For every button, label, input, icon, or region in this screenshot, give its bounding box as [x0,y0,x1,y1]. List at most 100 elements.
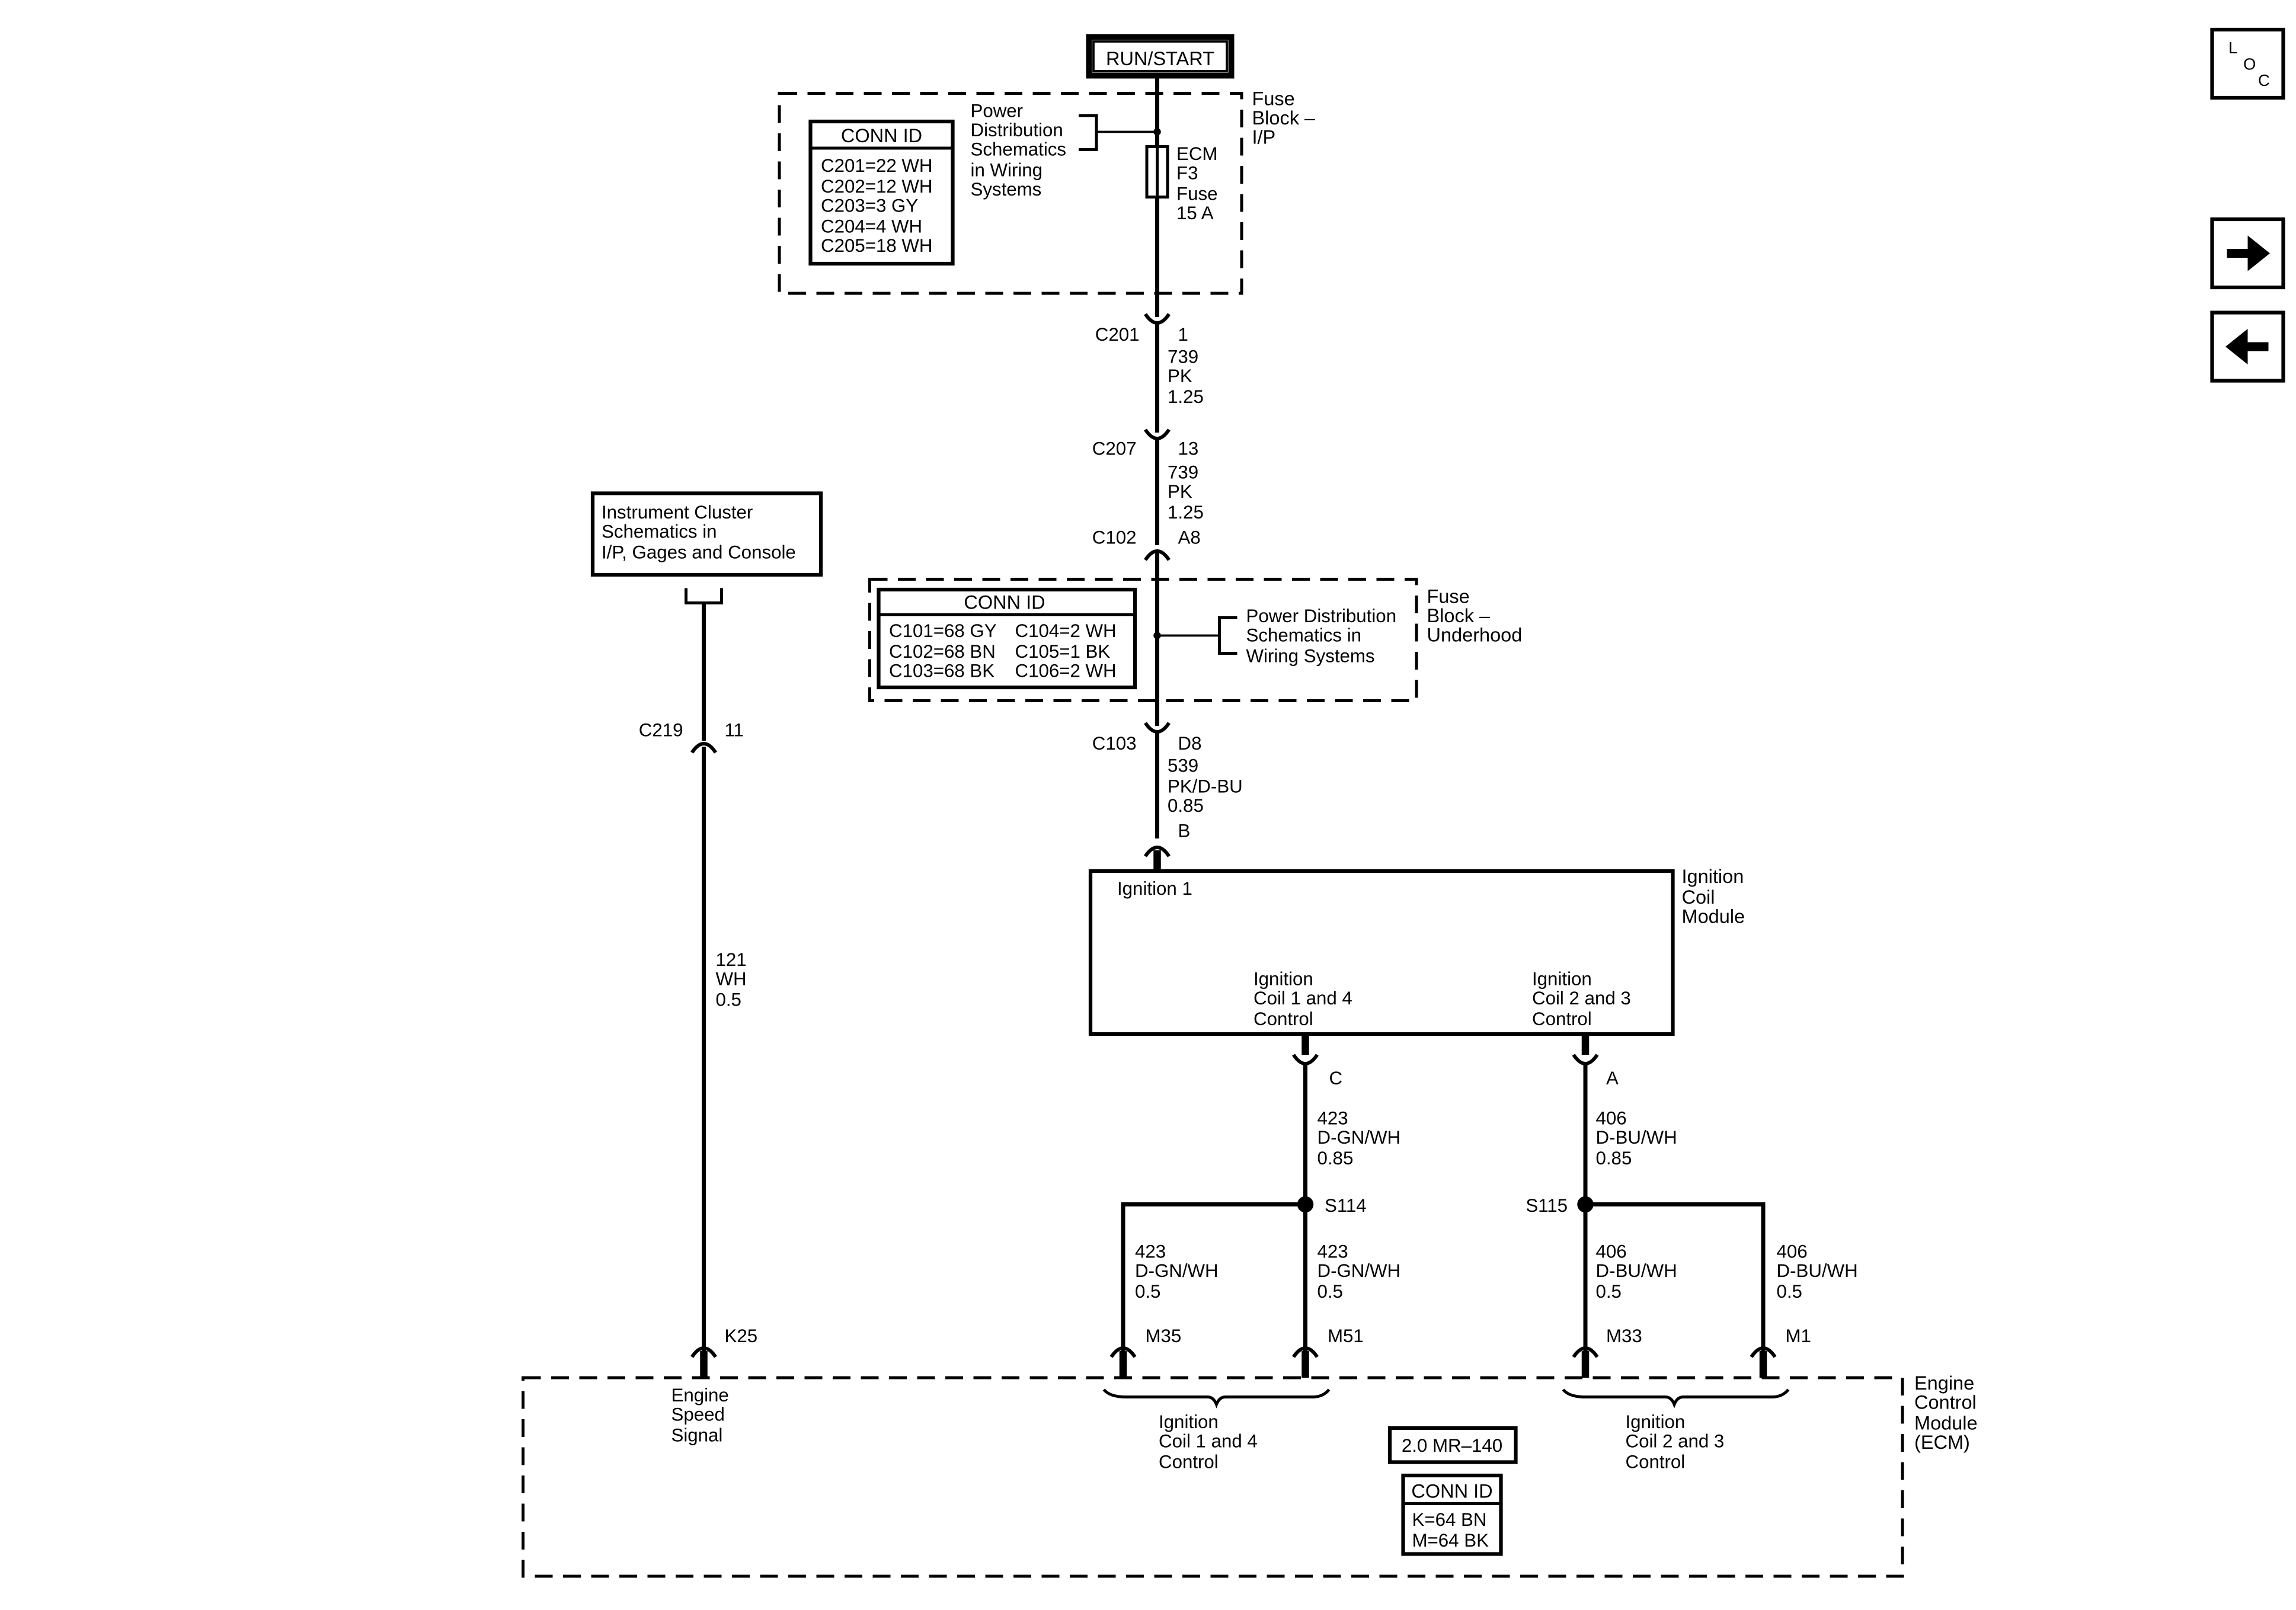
ref-line: Power [971,101,1024,121]
loc-button[interactable]: L O C [2210,27,2285,100]
connector-c102: C102 A8 [1092,527,1201,561]
circuit-number: 423 [1318,1241,1348,1262]
wire-color: D-GN/WH [1135,1260,1219,1281]
circuit-number: 121 [716,949,747,970]
instrument-cluster-ref[interactable]: Instrument Cluster Schematics in I/P, Ga… [590,491,823,604]
pin-number: M1 [1786,1326,1811,1346]
fuse-block-ip-label-3: I/P [1252,127,1276,148]
wire-color: PK [1168,481,1192,502]
conn-id-title: CONN ID [964,591,1045,613]
wire-gauge: 0.5 [1777,1281,1802,1302]
ecm-pin-m51: M51 [1292,1326,1364,1378]
conn-id-table-ecm: CONN ID K=64 BN M=64 BK [1401,1473,1503,1556]
circuit-number: 406 [1596,1108,1627,1128]
connector-id: C207 [1092,438,1137,459]
circuit-number: 739 [1168,462,1198,483]
label-line: Block – [1427,605,1491,626]
pin-number: 13 [1178,438,1199,459]
bracket-coil23 [1562,1388,1790,1409]
output-label: Coil 2 and 3 [1532,988,1631,1009]
bracket-coil14 [1102,1388,1331,1409]
pin-number: A8 [1178,527,1201,548]
splice-id: S115 [1526,1195,1568,1216]
circuit-number: 406 [1777,1241,1808,1262]
splice-s114: S114 [1121,1195,1367,1353]
wire-gauge: 1.25 [1168,502,1204,523]
conn-id-row: C106=2 WH [1015,661,1117,681]
ecm-coil23-label: Ignition Coil 2 and 3 Control [1626,1411,1725,1473]
ecm-coil14-label: Ignition Coil 1 and 4 Control [1159,1411,1258,1473]
pin-letter: C [1329,1068,1343,1089]
label-line: Control [1914,1392,1977,1413]
conn-id-row: C102=68 BN [889,641,996,662]
fuse-block-ip-boundary [778,91,1243,295]
conn-id-table-ip: CONN ID C201=22 WH C202=12 WH C203=3 GY … [808,119,955,266]
loc-letter: C [2258,71,2270,89]
ecm-boundary [522,1376,1904,1578]
wire-color: PK [1168,366,1192,386]
ref-line: Schematics [971,139,1067,160]
label-line: Control [1626,1451,1686,1472]
ecm-pin-m1: M1 [1750,1326,1811,1378]
wire-gauge: 1.25 [1168,386,1204,407]
fuse-label: ECM [1176,143,1217,164]
circuit-number: 539 [1168,756,1198,776]
pin-number: M33 [1606,1326,1642,1346]
arrow-left-icon [2225,329,2269,364]
fuse-symbol-f3: ECM F3 Fuse 15 A [1145,143,1217,223]
branch-m51-label: 423 D-GN/WH 0.5 [1318,1241,1401,1302]
conn-id-row: C205=18 WH [821,235,932,256]
wire-gauge: 0.5 [1135,1281,1160,1302]
branch-m1-label: 406 D-BU/WH 0.5 [1777,1241,1858,1302]
module-label: Ignition [1682,866,1744,887]
connector-c219: C219 11 121 WH 0.5 [639,720,747,1360]
power-distribution-ref-underhood[interactable]: Power Distribution Schematics in Wiring … [1153,606,1396,667]
connector-id: C102 [1092,527,1137,548]
pin-number: K25 [725,1326,758,1346]
back-button[interactable] [2210,311,2285,383]
ecm-label: Engine Control Module (ECM) [1914,1372,1978,1453]
label-line: Engine [1914,1372,1974,1394]
ref-line: Wiring Systems [1246,646,1375,667]
label-line: (ECM) [1914,1432,1970,1453]
conn-id-row: C203=3 GY [821,196,918,216]
module-pin-c: C 423 D-GN/WH 0.85 [1292,1033,1400,1353]
output-label: Control [1532,1009,1592,1029]
power-source: RUN/START [1086,34,1235,79]
label-line: Engine [671,1385,729,1406]
arrow-right-icon [2227,235,2270,271]
module-pin-a: A 406 D-BU/WH 0.85 [1572,1033,1677,1353]
connector-id: C103 [1092,733,1137,754]
wire-color: D-BU/WH [1777,1260,1858,1281]
connector-c207: C207 13 739 PK 1.25 [1092,428,1204,545]
pin-number: M35 [1146,1326,1182,1346]
fuse-block-ip-label-2: Block – [1252,107,1316,129]
pin-number: M51 [1328,1326,1364,1346]
forward-button[interactable] [2210,217,2285,290]
label-line: Ignition [1626,1411,1686,1432]
label-line: Control [1159,1451,1219,1472]
conn-id-title: CONN ID [841,125,922,146]
fuse-block-ip-label-1: Fuse [1252,88,1295,110]
conn-id-row: K=64 BN [1412,1509,1487,1530]
run-start-label: RUN/START [1106,48,1214,69]
ref-line: in Wiring [971,160,1043,181]
wire-gauge: 0.85 [1168,795,1204,816]
pin-number: 11 [725,720,744,741]
connector-c103: C103 D8 539 PK/D-BU 0.85 B [1092,722,1243,871]
label-line: Coil 2 and 3 [1626,1430,1725,1451]
junction-dot [1153,128,1161,136]
ignition-coil-module: Ignition 1 Ignition Coil Module Ignition… [1088,866,1745,1036]
conn-id-row: C202=12 WH [821,176,932,197]
power-distribution-ref-ip[interactable]: Power Distribution Schematics in Wiring … [971,101,1157,200]
conn-id-row: C103=68 BK [889,661,994,681]
branch-m33-label: 406 D-BU/WH 0.5 [1596,1241,1677,1302]
output-label: Coil 1 and 4 [1253,988,1352,1009]
wire-gauge: 0.5 [1596,1281,1622,1302]
ref-line: Power Distribution [1246,606,1397,626]
engine-badge: 2.0 MR–140 [1387,1426,1518,1464]
wire-gauge: 0.5 [1318,1281,1343,1302]
ref-line: Schematics in [602,521,717,542]
conn-id-row: C105=1 BK [1015,641,1111,662]
